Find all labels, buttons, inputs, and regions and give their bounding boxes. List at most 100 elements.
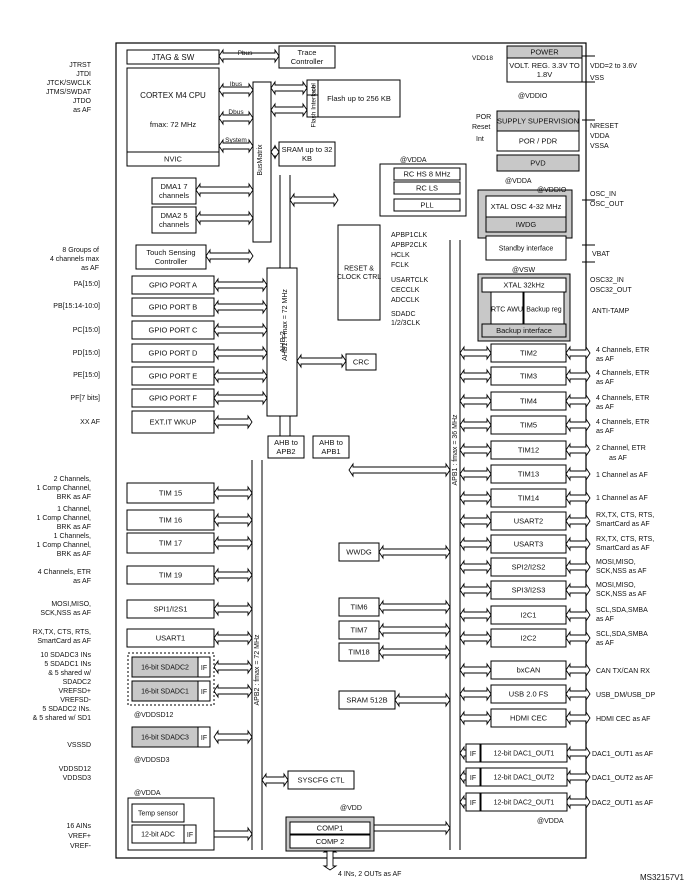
ext-arrow-2 [565, 393, 591, 409]
vrefsd-p-text: VREFSD+ [59, 688, 91, 695]
syscfg-label: SYSCFG CTL [297, 776, 344, 785]
vddsd3-text: VDDSD3 [63, 775, 92, 782]
gpio-f-label: GPIO PORT F [149, 394, 197, 403]
dac1-out2-af-text: DAC1_OUT2 as AF [592, 775, 653, 782]
ch1-af1-text: 1 Channel as AF [596, 472, 648, 479]
adc12-label: 12-bit ADC [141, 831, 175, 838]
vref-m-text: VREF- [70, 843, 92, 850]
scl1-2-text: as AF [596, 616, 614, 623]
wwdg-block [338, 542, 380, 562]
tim7-label: TIM7 [350, 626, 367, 635]
mosi-r2-text: MOSI,MISO, [596, 582, 636, 589]
groups2-text: 4 channels max [50, 256, 100, 263]
rc-hs-block [393, 167, 461, 181]
jtag-sw-block [126, 49, 220, 65]
usb-block [490, 684, 567, 704]
apb2-periph-arrow-7 [213, 683, 253, 699]
rc-ls-block [393, 181, 461, 195]
jtms-text: JTMS/SWDAT [46, 89, 92, 96]
tim15-label: TIM 15 [159, 489, 182, 498]
ext-arrow-10 [565, 582, 591, 598]
tim2-label: TIM2 [520, 349, 537, 358]
scl1-1-text: SCL,SDA,SMBA [596, 607, 648, 614]
ahb1-bus-text: AHB1: Fmax = 72 MHz [282, 289, 289, 361]
at-vddsd3-text: @VDDSD3 [134, 757, 170, 764]
flash-interface-label: Flash Interface [311, 84, 318, 127]
rx-tx-r1-text: RX,TX, CTS, RTS, [596, 512, 654, 519]
spi2-block [490, 557, 567, 577]
usart2-block [490, 511, 567, 531]
gpio-d-block [131, 343, 215, 363]
ahb-apb2-label: AHB to [274, 438, 298, 447]
osc-in-text: OSC_IN [590, 191, 616, 198]
bxcan-block [490, 660, 567, 680]
if-box [197, 656, 211, 678]
tim19-l1-text: 4 Channels, ETR [38, 569, 91, 576]
ch4-etr4-1-text: 4 Channels, ETR [596, 419, 649, 426]
touch-arrow [205, 248, 254, 264]
pvd-label: PVD [530, 159, 546, 168]
temp-label: Temp sensor [138, 810, 179, 817]
apb1-periph-arrow-7 [459, 513, 492, 529]
vrefsd-m-text: VREFSD- [60, 697, 91, 704]
tim14-block [490, 488, 567, 508]
groups1-text: 8 Groups of [62, 247, 99, 254]
apb2-periph-arrow-1 [213, 512, 253, 528]
sd2-l2-text: & 5 shared w/ SD1 [33, 715, 91, 722]
ext-arrow-12 [565, 630, 591, 646]
tim17-l2-text: 1 Comp Channel, [37, 542, 92, 549]
ahb-apb1-label: APB1 [321, 447, 340, 456]
usb-label: USB 2.0 FS [509, 690, 549, 699]
syscfg-block [287, 770, 355, 790]
cecclk-text: CECCLK [391, 287, 420, 294]
iwdg-label: IWDG [516, 220, 537, 229]
standby-label: Standby interface [499, 245, 554, 252]
ext-arrow-18 [565, 794, 591, 810]
ch2-etr-2-text: as AF [609, 455, 627, 462]
reset-clock-label: RESET & [344, 266, 374, 273]
if-box [183, 824, 197, 844]
gpio-arrow-5 [213, 390, 268, 406]
can-rx-text: CAN TX/CAN RX [596, 668, 650, 675]
tim19-l2-text: as AF [73, 578, 91, 585]
vref-p-text: VREF+ [68, 833, 91, 840]
apb2-bus-text: APB2 : fmax = 72 MHz [254, 634, 261, 705]
sd-l3-text: & 5 shared w/ [48, 670, 91, 677]
vss-text: VSS [590, 75, 604, 82]
ins16-text: 16 AINs [66, 823, 91, 830]
tim13-label: TIM13 [518, 470, 539, 479]
jtdo-text: JTDO [73, 98, 92, 105]
backup-reg-label: Backup reg [526, 306, 562, 313]
ins-outs-text: 4 INs, 2 OUTs as AF [338, 871, 401, 878]
vddsd12-text: VDDSD12 [59, 766, 91, 773]
crc-arrow [296, 353, 347, 369]
gpio-b-block [131, 297, 215, 317]
osc32-out-text: OSC32_OUT [590, 287, 632, 294]
ch4-etr1-2-text: as AF [596, 356, 614, 363]
apb2-periph-arrow-4 [213, 601, 253, 617]
usart3-label: USART3 [514, 540, 543, 549]
apb1-left-arrow-3 [378, 644, 451, 660]
adcclk-text: ADCCLK [391, 297, 420, 304]
tim18-label: TIM18 [348, 648, 369, 657]
tim15-block [126, 482, 215, 504]
iwdg-block [485, 216, 567, 233]
fmax72-label: fmax: 72 MHz [150, 120, 197, 129]
gpio-e-label: GPIO PORT E [149, 372, 198, 381]
ext-arrow-4 [565, 442, 591, 458]
cortex-label: CORTEX M4 CPU [140, 91, 206, 100]
sdadc1-label: 16-bit SDADC1 [141, 688, 189, 695]
at-vsw-text: @VSW [512, 267, 535, 274]
pll-label: PLL [420, 201, 433, 210]
por-pdr-block [496, 130, 580, 152]
dac1-out2-label: 12-bit DAC1_OUT2 [494, 774, 555, 781]
ext-arrow-6 [565, 490, 591, 506]
apb1-periph-arrow-9 [459, 559, 492, 575]
clock-group-frame [379, 163, 467, 217]
touch-label: Controller [155, 257, 188, 266]
ext-arrow-8 [565, 536, 591, 552]
apb2-periph-arrow-3 [213, 567, 253, 583]
touch-block [135, 244, 207, 270]
gpio-c-block [131, 320, 215, 340]
ext-arrow-14 [565, 686, 591, 702]
